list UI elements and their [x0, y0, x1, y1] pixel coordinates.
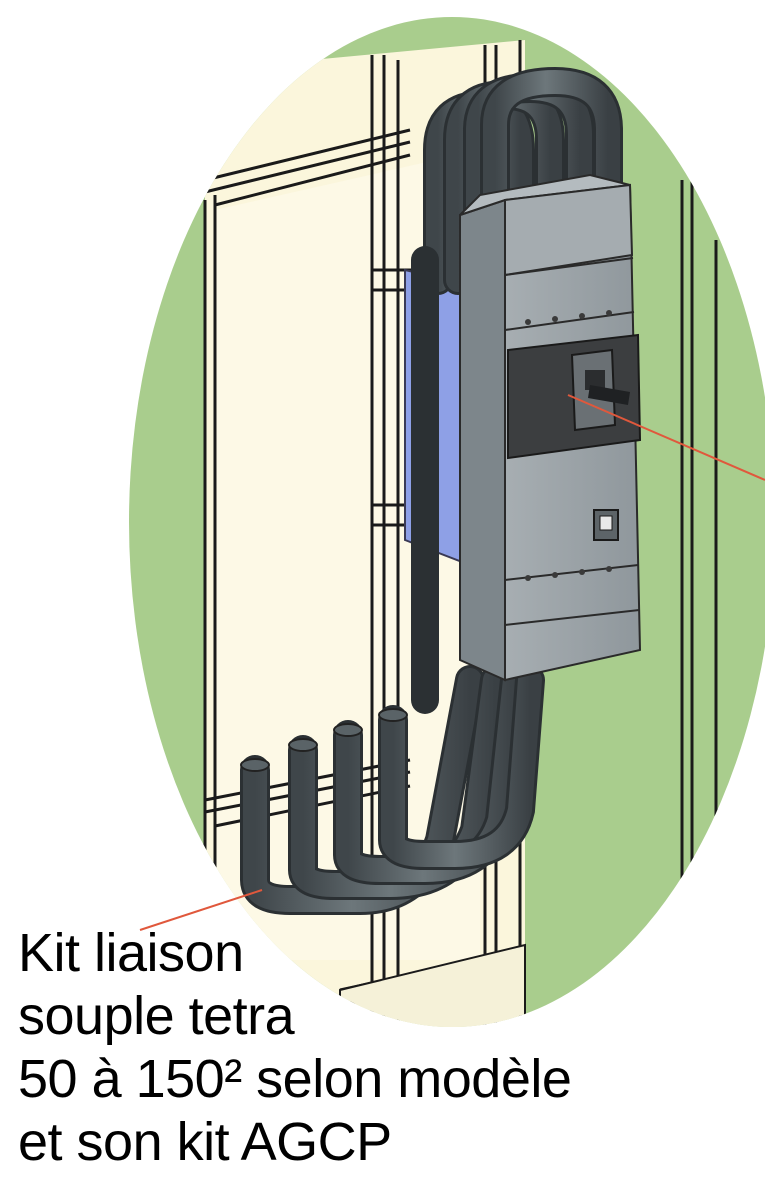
caption-line: Kit liaison: [18, 923, 244, 983]
cable-kit-caption: Kit liaison souple tetra 50 à 150² selon…: [18, 922, 758, 1174]
cable-end-caps: [240, 708, 408, 772]
aux-switch: [593, 509, 619, 541]
caption-line: et son kit AGCP: [18, 1112, 392, 1172]
caption-line: 50 à 150² selon modèle: [18, 1049, 572, 1109]
bottom-cables: [240, 246, 545, 915]
breaker-leader-line: [567, 394, 765, 481]
top-cables: [423, 66, 623, 295]
cable-leader-line: [139, 889, 263, 931]
circuit-breaker: [459, 173, 642, 682]
caption-line: souple tetra: [18, 986, 295, 1046]
